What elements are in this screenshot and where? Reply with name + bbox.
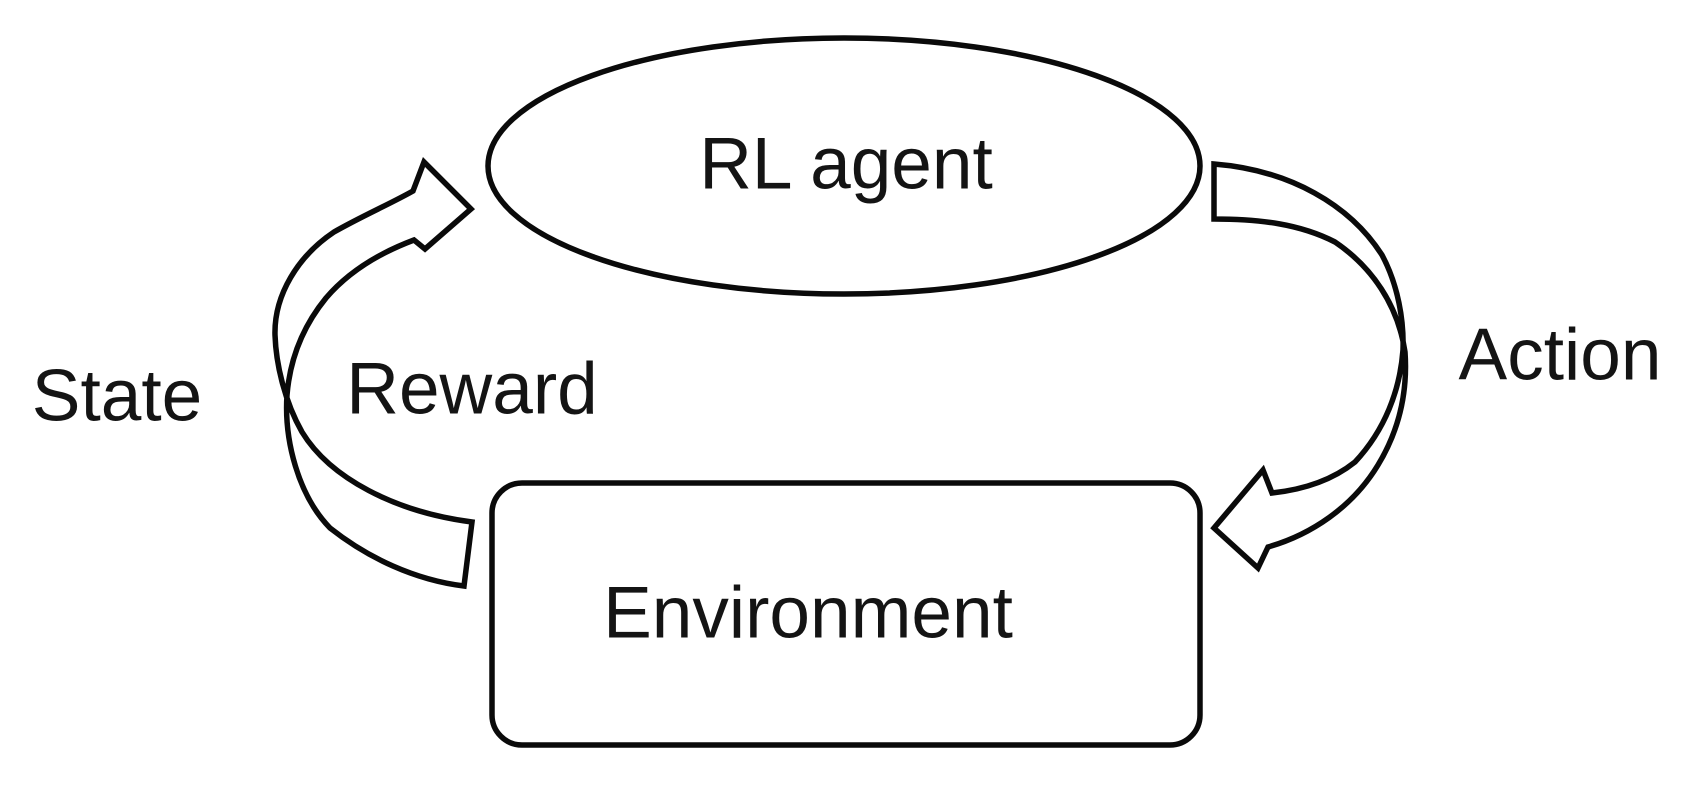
state-reward-arrow-icon [272, 157, 476, 590]
rl-agent-label: RL agent [699, 123, 993, 205]
environment-label: Environment [603, 572, 1013, 654]
environment-node [489, 480, 1203, 748]
action-arrow-icon [1210, 161, 1409, 573]
reward-edge-label: Reward [346, 348, 598, 430]
rl-agent-node [485, 35, 1203, 297]
state-edge-label: State [31, 355, 203, 437]
action-edge-label: Action [1458, 314, 1662, 396]
